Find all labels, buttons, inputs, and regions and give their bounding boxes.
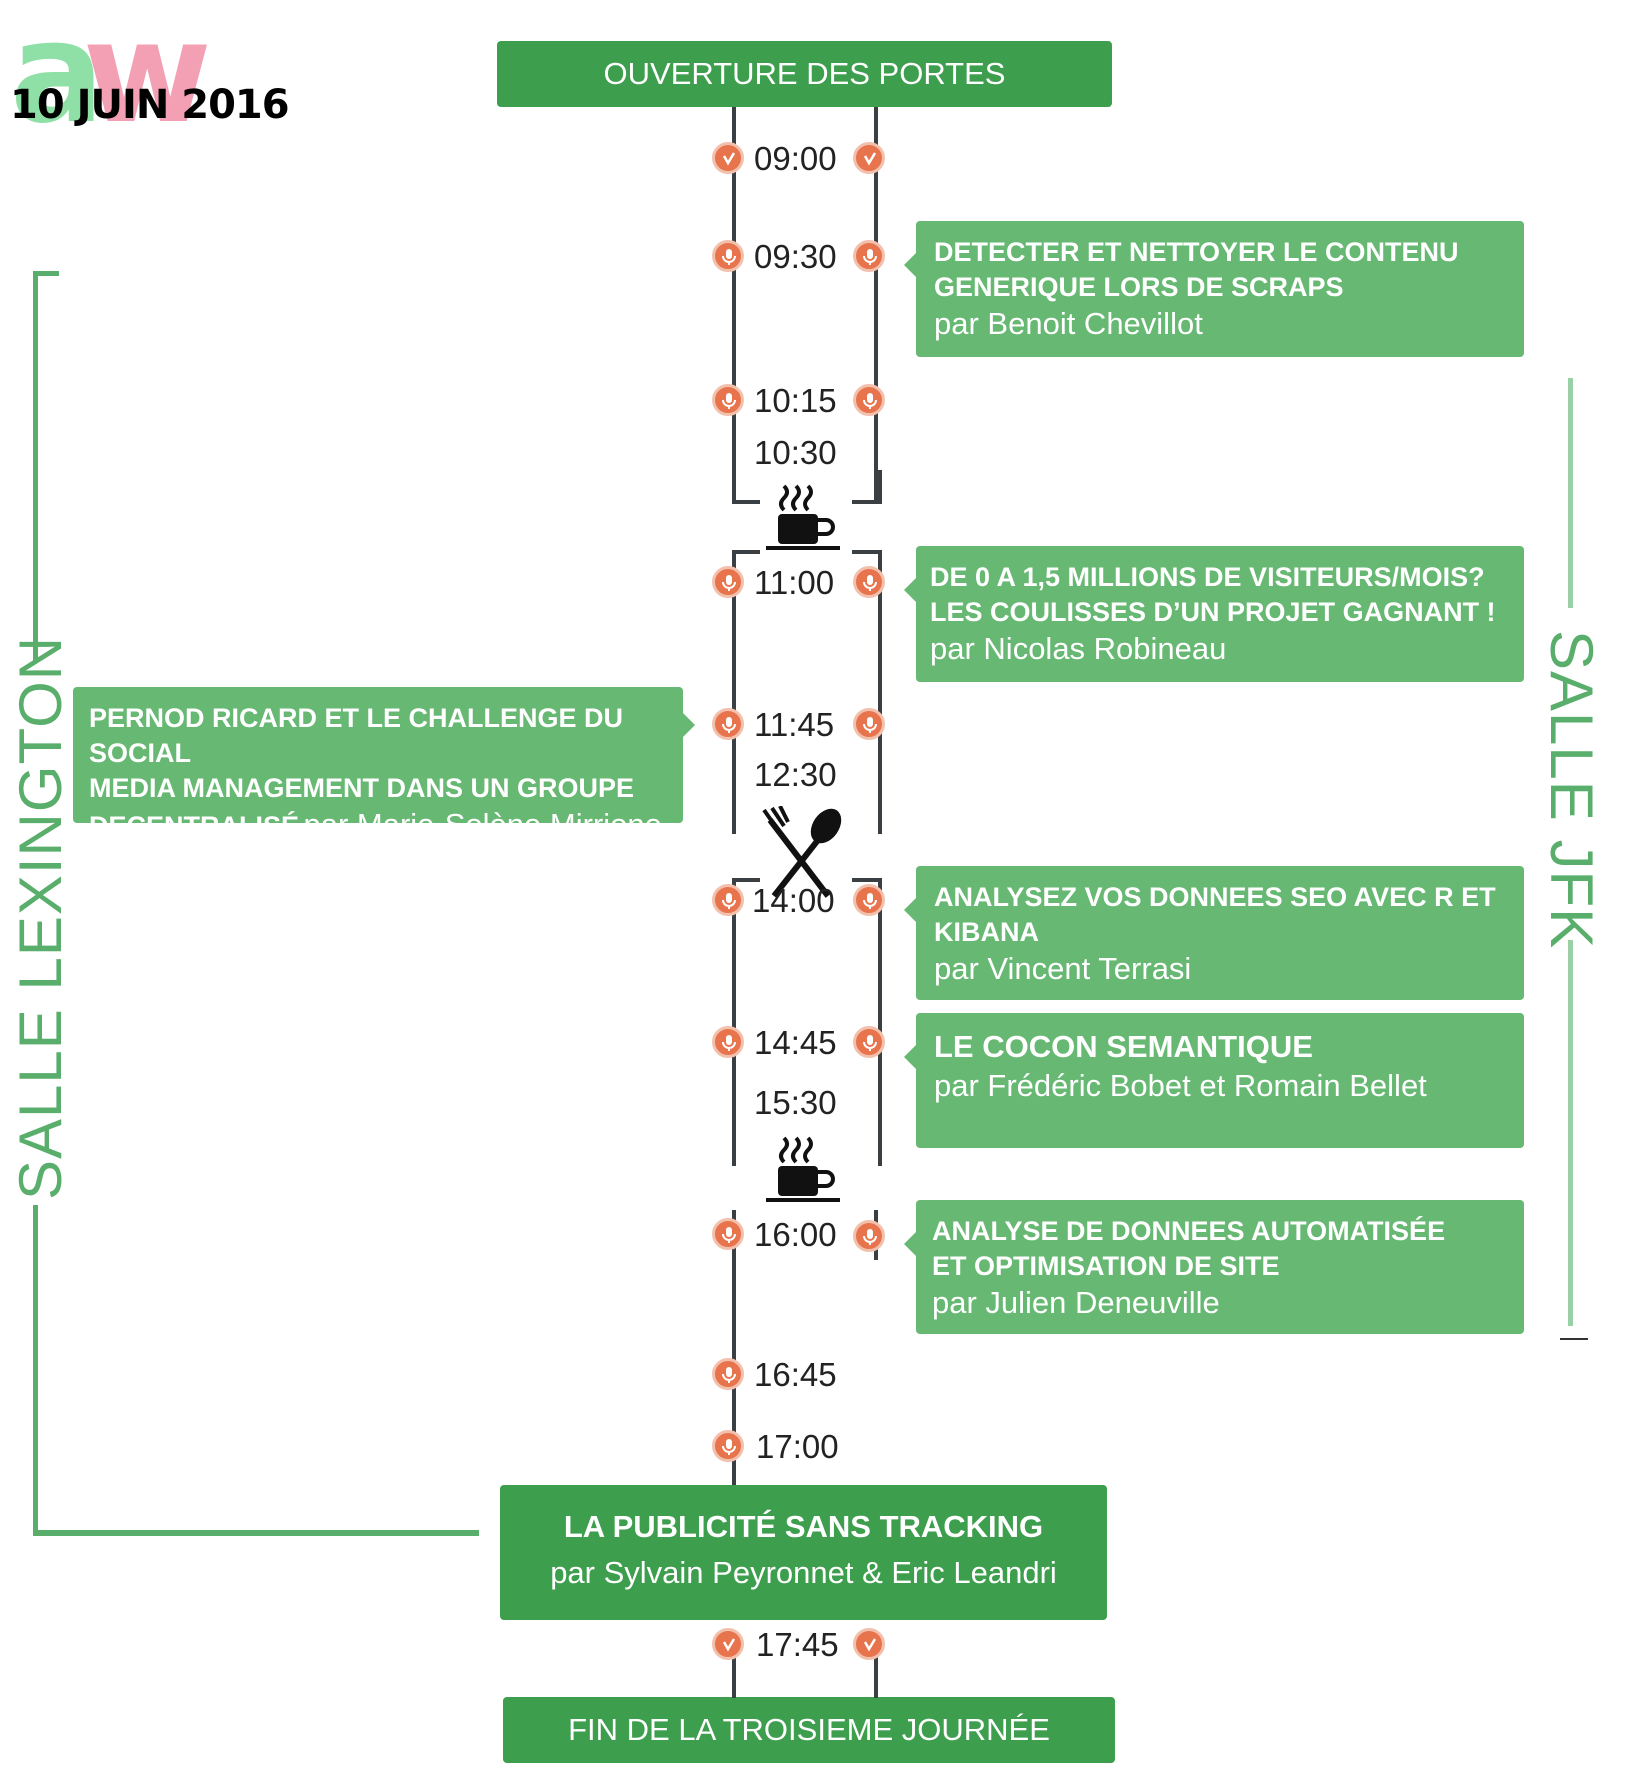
microphone-icon	[853, 566, 885, 598]
time-label: 09:00	[754, 140, 837, 177]
talk-title: DETECTER ET NETTOYER LE CONTENU	[934, 237, 1459, 267]
talk-title: GENERIQUE LORS DE SCRAPS	[934, 272, 1344, 302]
talk-speaker: par Julien Deneuville	[932, 1285, 1220, 1320]
lunch-bracket-bottom	[732, 878, 882, 1166]
fork-spoon-icon	[758, 805, 848, 903]
microphone-icon	[853, 708, 885, 740]
talk-title: PERNOD RICARD ET LE CHALLENGE DU SOCIAL	[89, 703, 624, 768]
talk-title: KIBANA	[934, 917, 1039, 947]
time-label: 16:00	[754, 1216, 837, 1253]
time-label: 09:30	[754, 238, 837, 275]
room-left-bar	[33, 271, 38, 661]
talk-card: DE 0 A 1,5 MILLIONS DE VISITEURS/MOIS? L…	[904, 546, 1524, 682]
time-label: 12:30	[754, 756, 837, 793]
timeline-rail-left	[732, 107, 736, 500]
talk-card: DETECTER ET NETTOYER LE CONTENU GENERIQU…	[904, 221, 1524, 357]
room-left-bar	[33, 1205, 38, 1535]
talk-speaker: par Frédéric Bobet et Romain Bellet	[934, 1068, 1427, 1103]
check-icon	[712, 1628, 744, 1660]
opening-banner: OUVERTURE DES PORTES	[497, 41, 1112, 107]
plenary-title: LA PUBLICITÉ SANS TRACKING	[563, 1509, 1044, 1544]
talk-title: LE COCON SEMANTIQUE	[934, 1029, 1313, 1064]
plenary-speaker: par Sylvain Peyronnet & Eric Leandri	[550, 1555, 1057, 1590]
coffee-cup-icon	[764, 482, 844, 559]
room-left-bar-top	[33, 271, 59, 276]
time-label: 10:15	[754, 382, 837, 419]
opening-label: OUVERTURE DES PORTES	[603, 56, 1006, 91]
time-label: 10:30	[754, 434, 837, 471]
time-label: 14:00	[752, 882, 835, 919]
microphone-icon	[712, 1430, 744, 1462]
microphone-icon	[712, 566, 744, 598]
room-left-label: SALLE LEXINGTON	[7, 635, 74, 1200]
closing-label: FIN DE LA TROISIEME JOURNÉE	[568, 1712, 1050, 1747]
plenary-card: LA PUBLICITÉ SANS TRACKING par Sylvain P…	[500, 1485, 1107, 1620]
time-label: 16:45	[754, 1356, 837, 1393]
microphone-icon	[712, 1358, 744, 1390]
event-date: 10 JUIN 2016	[10, 82, 290, 128]
logo: aw 10 JUIN 2016	[10, 4, 290, 146]
microphone-icon	[712, 708, 744, 740]
timeline-rail-right-end	[874, 1638, 878, 1698]
talk-title: DECENTRALISÉ	[89, 811, 300, 841]
microphone-icon	[853, 1220, 885, 1252]
time-label: 15:30	[754, 1084, 837, 1121]
check-icon	[712, 142, 744, 174]
microphone-icon	[712, 1218, 744, 1250]
talk-title: DE 0 A 1,5 MILLIONS DE VISITEURS/MOIS?	[930, 562, 1485, 592]
microphone-icon	[853, 1026, 885, 1058]
room-left-bar-bottom	[33, 1530, 479, 1536]
talk-title: ET OPTIMISATION DE SITE	[932, 1251, 1280, 1281]
timeline-rail-right	[874, 107, 878, 500]
microphone-icon	[712, 884, 744, 916]
talk-speaker: par Marie-Solène Mirrione	[303, 807, 662, 842]
timeline-rail-left-end	[732, 1638, 736, 1698]
room-right-bar	[1568, 940, 1573, 1326]
time-label: 17:00	[756, 1428, 839, 1465]
talk-title: ANALYSE DE DONNEES AUTOMATISÉE	[932, 1216, 1446, 1246]
talk-card: PERNOD RICARD ET LE CHALLENGE DU SOCIAL …	[73, 687, 695, 842]
talk-card: LE COCON SEMANTIQUE par Frédéric Bobet e…	[904, 1013, 1524, 1148]
talk-card: ANALYSE DE DONNEES AUTOMATISÉE ET OPTIMI…	[904, 1200, 1524, 1334]
room-right-label: SALLE JFK	[1538, 630, 1605, 950]
microphone-icon	[853, 384, 885, 416]
talk-title: ANALYSEZ VOS DONNEES SEO AVEC R ET	[934, 882, 1496, 912]
talk-card: ANALYSEZ VOS DONNEES SEO AVEC R ET KIBAN…	[904, 866, 1524, 1000]
microphone-icon	[853, 884, 885, 916]
microphone-icon	[712, 384, 744, 416]
time-label: 11:45	[754, 706, 835, 743]
microphone-icon	[853, 240, 885, 272]
time-label: 17:45	[756, 1626, 839, 1663]
talk-speaker: par Vincent Terrasi	[934, 951, 1192, 986]
closing-banner: FIN DE LA TROISIEME JOURNÉE	[503, 1697, 1115, 1763]
check-icon	[853, 142, 885, 174]
room-right-bar-bottom	[1560, 1338, 1588, 1340]
talk-speaker: par Nicolas Robineau	[930, 631, 1227, 666]
time-label: 11:00	[754, 564, 835, 601]
microphone-icon	[712, 1026, 744, 1058]
microphone-icon	[712, 240, 744, 272]
talk-speaker: par Benoit Chevillot	[934, 306, 1203, 341]
timeline-rail-left-lower	[732, 1210, 736, 1500]
room-right-bar	[1568, 378, 1573, 608]
talk-title: MEDIA MANAGEMENT DANS UN GROUPE	[89, 773, 635, 803]
check-icon	[853, 1628, 885, 1660]
talk-title: LES COULISSES D’UN PROJET GAGNANT !	[930, 597, 1496, 627]
time-label: 14:45	[754, 1024, 837, 1061]
coffee-cup-icon	[764, 1134, 844, 1211]
